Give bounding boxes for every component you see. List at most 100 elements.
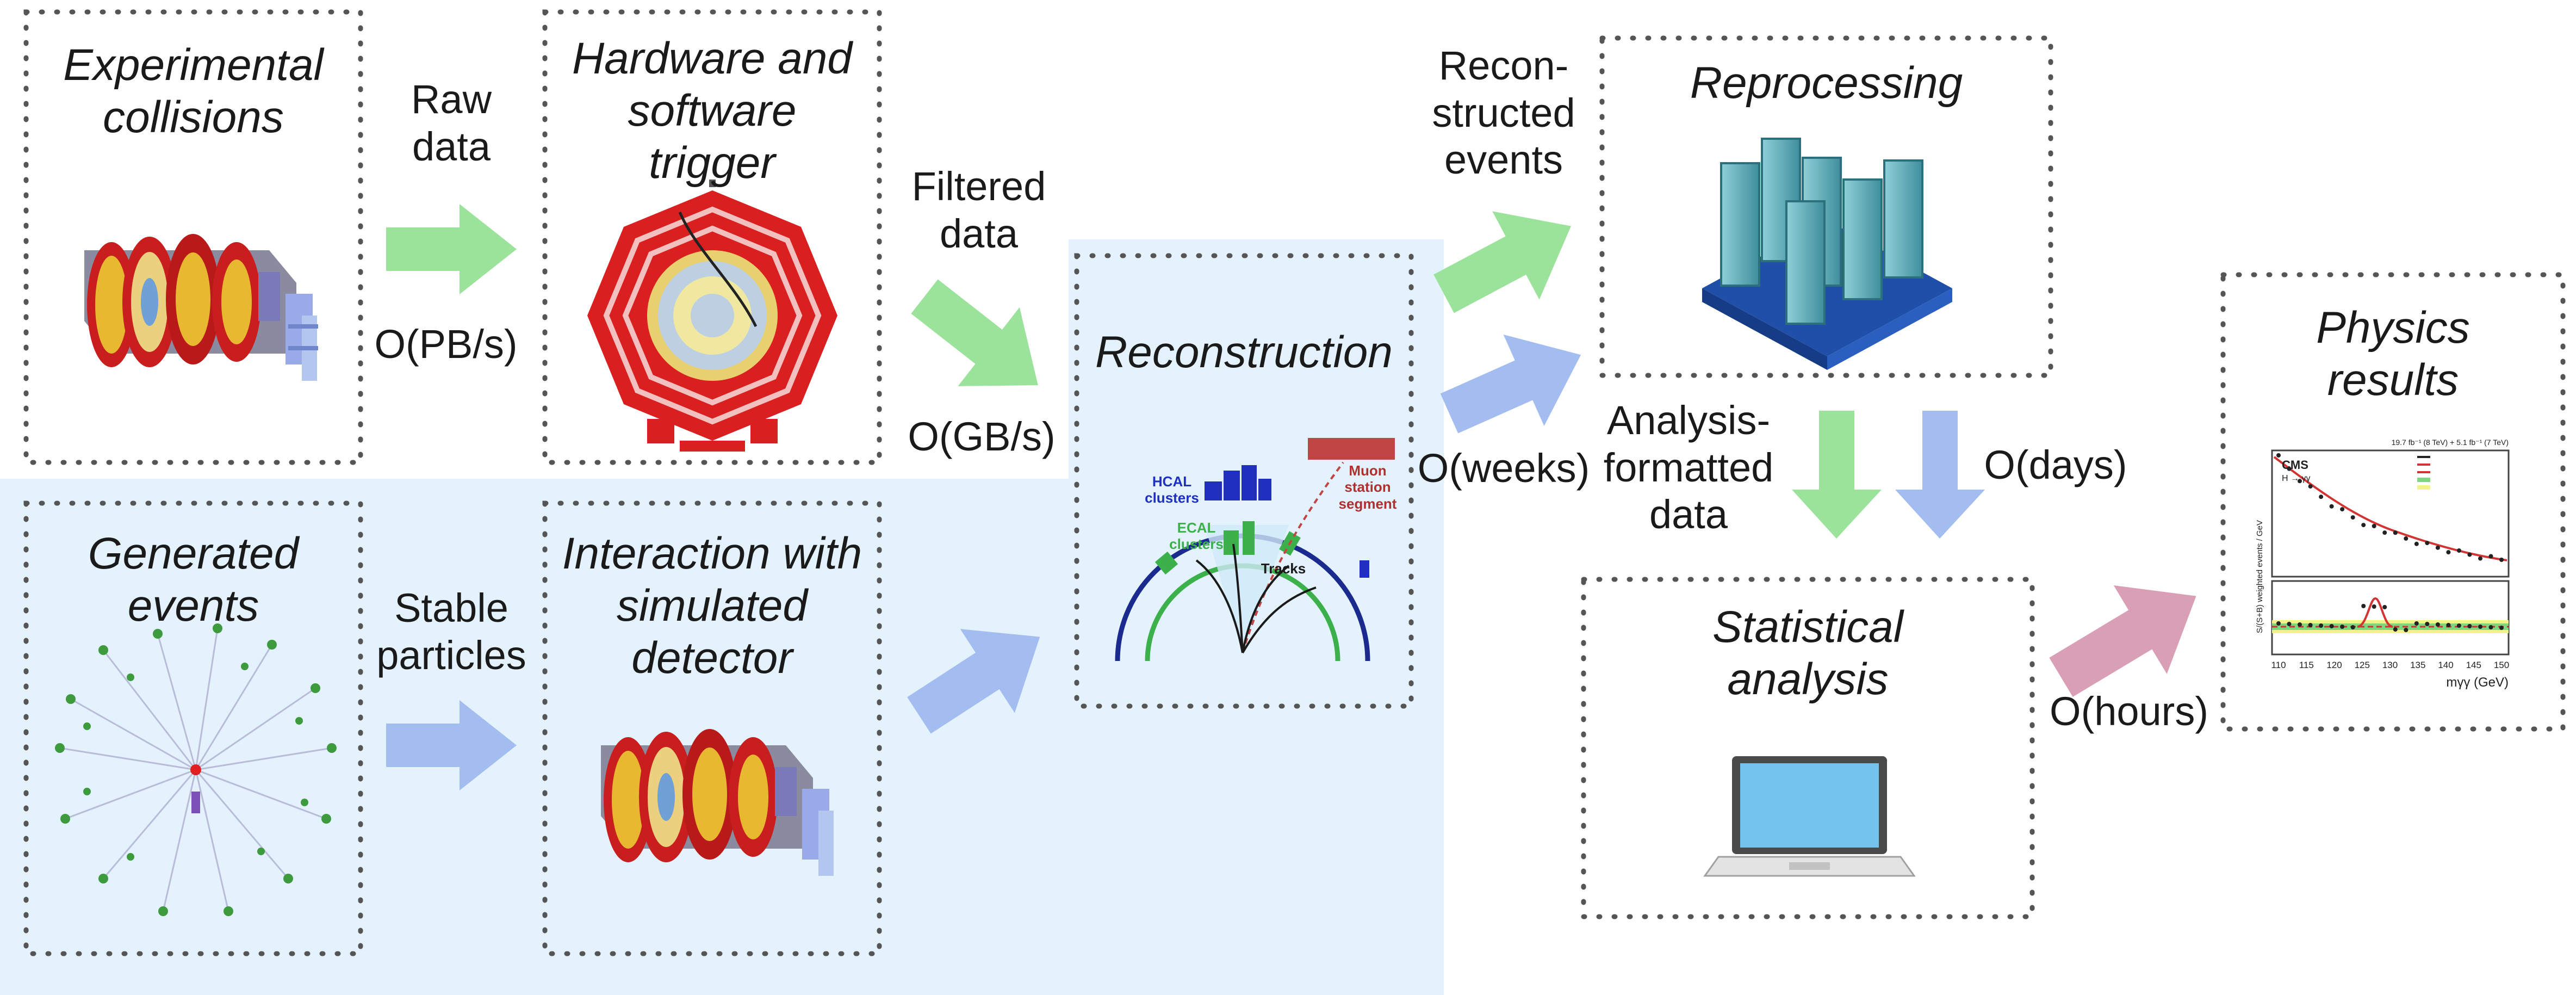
stable-particles-label: Stable particles	[376, 585, 526, 678]
generated-events-title: Generated events	[88, 529, 299, 631]
reconstructed-events-rate: O(weeks)	[1417, 446, 1590, 491]
plot-residual-point	[2488, 625, 2493, 629]
plot-residual-point	[2499, 626, 2504, 630]
plot-residual-point	[2414, 621, 2419, 626]
filtered-data-arrow	[911, 279, 1038, 386]
trigger-box	[542, 9, 882, 465]
plot-point	[2308, 484, 2313, 489]
plot-point	[2446, 550, 2451, 555]
analysis-data-green-arrow	[1792, 411, 1882, 539]
plot-x-tick-label: 135	[2410, 660, 2425, 670]
plot-point	[2414, 541, 2419, 546]
plot-residual-point	[2319, 623, 2324, 628]
reconstruction-illustration	[1115, 438, 1395, 662]
plot-point	[2456, 548, 2461, 553]
event-shower-illustration	[55, 623, 337, 916]
plot-residual-point	[2446, 623, 2451, 627]
plot-residual-point	[2478, 625, 2482, 629]
plot-points	[2276, 453, 2504, 632]
plot-residual-point	[2435, 622, 2440, 627]
physics-results-box	[2220, 272, 2566, 732]
raw-data-arrow	[386, 204, 517, 294]
experimental-collisions-title: Experimental collisions	[63, 40, 324, 142]
physics-results-arrow	[2049, 585, 2196, 697]
plot-point	[2329, 504, 2334, 509]
plot-x-tick-label: 115	[2299, 660, 2314, 670]
hcal-clusters-label: HCAL clusters	[1145, 473, 1199, 506]
plot-residual-point	[2404, 628, 2409, 632]
plot-point	[2488, 554, 2493, 559]
tracks-label: Tracks	[1261, 560, 1306, 577]
trigger-detector-view	[587, 180, 837, 452]
cms-detector-illustration	[84, 234, 318, 381]
plot-xlabel: mγγ (GeV)	[2446, 675, 2509, 690]
interaction-box	[542, 500, 882, 956]
server-cluster-illustration	[1702, 138, 1952, 370]
simulated-detector-illustration	[601, 729, 834, 876]
plot-x-tick-label: 145	[2466, 660, 2481, 670]
filtered-data-rate: O(GB/s)	[908, 414, 1056, 459]
plot-channel: H → γγ	[2282, 474, 2310, 483]
plot-point	[2319, 495, 2324, 499]
reconstructed-events-label: Recon- structed events	[1432, 43, 1575, 183]
raw-data-label: Raw data	[411, 77, 492, 169]
plot-point	[2372, 524, 2376, 528]
plot-x-tick-label: 140	[2438, 660, 2453, 670]
plot-residual-point	[2276, 621, 2281, 626]
plot-legend-entry-2	[2417, 463, 2430, 466]
plot-x-tick-label: 110	[2271, 660, 2286, 670]
plot-residual-point	[2425, 622, 2430, 626]
plot-lower-frame	[2271, 580, 2510, 656]
plot-residual-point	[2456, 623, 2461, 628]
plot-point	[2350, 515, 2355, 520]
plot-point	[2361, 523, 2366, 528]
results-rate: O(hours)	[2050, 689, 2208, 734]
muon-segment-label: Muon station segment	[1338, 462, 1397, 512]
plot-point	[2404, 536, 2409, 541]
reprocessing-box	[1599, 35, 2053, 378]
plot-legend-entry-4	[2417, 478, 2430, 482]
plot-point	[2435, 545, 2440, 550]
plot-point	[2382, 530, 2387, 535]
reprocessing-title: Reprocessing	[1690, 58, 1963, 108]
plot-point	[2287, 466, 2292, 471]
interaction-title: Interaction with simulated detector	[562, 529, 862, 683]
plot-legend-entry-1	[2417, 456, 2430, 458]
ecal-clusters-label: ECAL clusters	[1169, 520, 1224, 553]
plot-point	[2467, 552, 2472, 557]
plot-residual-point	[2308, 623, 2313, 627]
statistical-analysis-box	[1581, 577, 2035, 919]
laptop-illustration	[1703, 756, 1916, 877]
plot-residual-point	[2298, 622, 2302, 627]
trigger-title: Hardware and software trigger	[572, 34, 853, 188]
reconstruction-box	[1074, 253, 1414, 709]
plot-point	[2340, 507, 2345, 512]
plot-point	[2478, 556, 2482, 561]
plot-experiment: CMS	[2282, 458, 2308, 472]
plot-x-tick-label: 125	[2355, 660, 2370, 670]
plot-lumi: 19.7 fb⁻¹ (8 TeV) + 5.1 fb⁻¹ (7 TeV)	[2392, 438, 2509, 447]
plot-residual-point	[2287, 622, 2292, 626]
generated-events-box	[23, 500, 363, 956]
physics-results-title: Physics results	[2316, 303, 2470, 405]
plot-residual-point	[2329, 624, 2334, 628]
analysis-data-blue-arrow	[1895, 411, 1985, 539]
plot-point	[2499, 558, 2504, 562]
plot-point	[2276, 453, 2281, 458]
reconstruction-input-arrow	[907, 629, 1040, 734]
raw-data-rate: O(PB/s)	[374, 322, 518, 367]
plot-residual-point	[2361, 604, 2366, 608]
reconstructed-events-blue-arrow	[1440, 334, 1581, 434]
plot-residual-point	[2372, 604, 2376, 609]
plot-residual-point	[2340, 625, 2345, 629]
plot-residual-point	[2382, 605, 2387, 609]
plot-point	[2393, 530, 2398, 535]
analysis-formatted-rate: O(days)	[1984, 442, 2127, 487]
plot-point	[2425, 541, 2430, 546]
plot-legend-entry-5	[2417, 485, 2430, 490]
plot-residual-peak	[2357, 597, 2393, 628]
physics-plot: CMS H → γγ 19.7 fb⁻¹ (8 TeV) + 5.1 fb⁻¹ …	[2255, 438, 2510, 690]
